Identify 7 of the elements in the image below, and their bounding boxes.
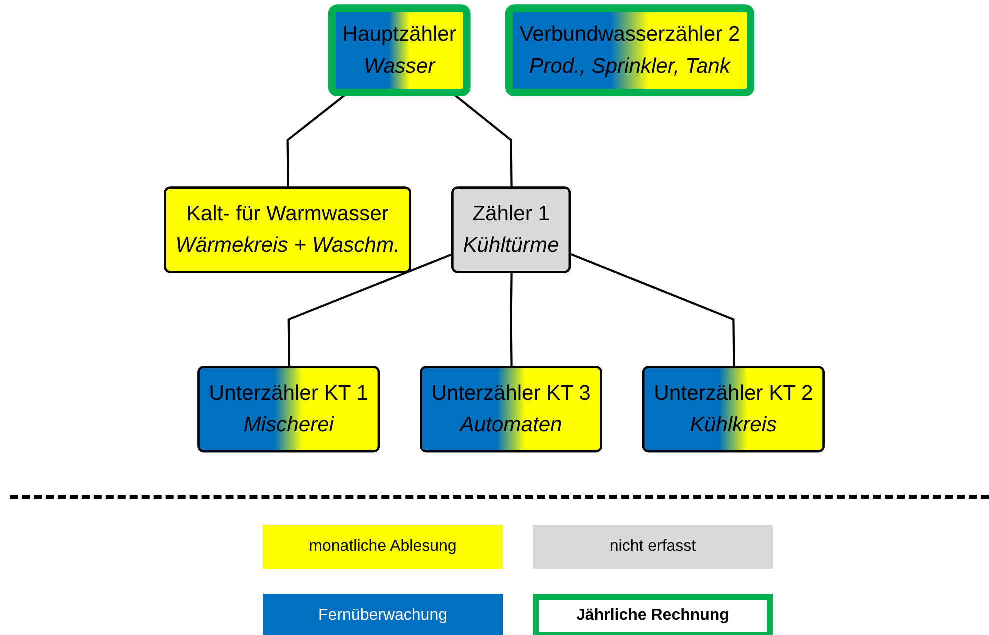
- connector: [510, 272, 513, 368]
- connector: [288, 253, 454, 368]
- legend-label: Jährliche Rechnung: [576, 607, 730, 625]
- legend-label: nicht erfasst: [610, 538, 696, 556]
- connector: [570, 253, 736, 368]
- legend-label: Fernüberwachung: [318, 607, 448, 625]
- legend-label: monatliche Ablesung: [309, 538, 457, 556]
